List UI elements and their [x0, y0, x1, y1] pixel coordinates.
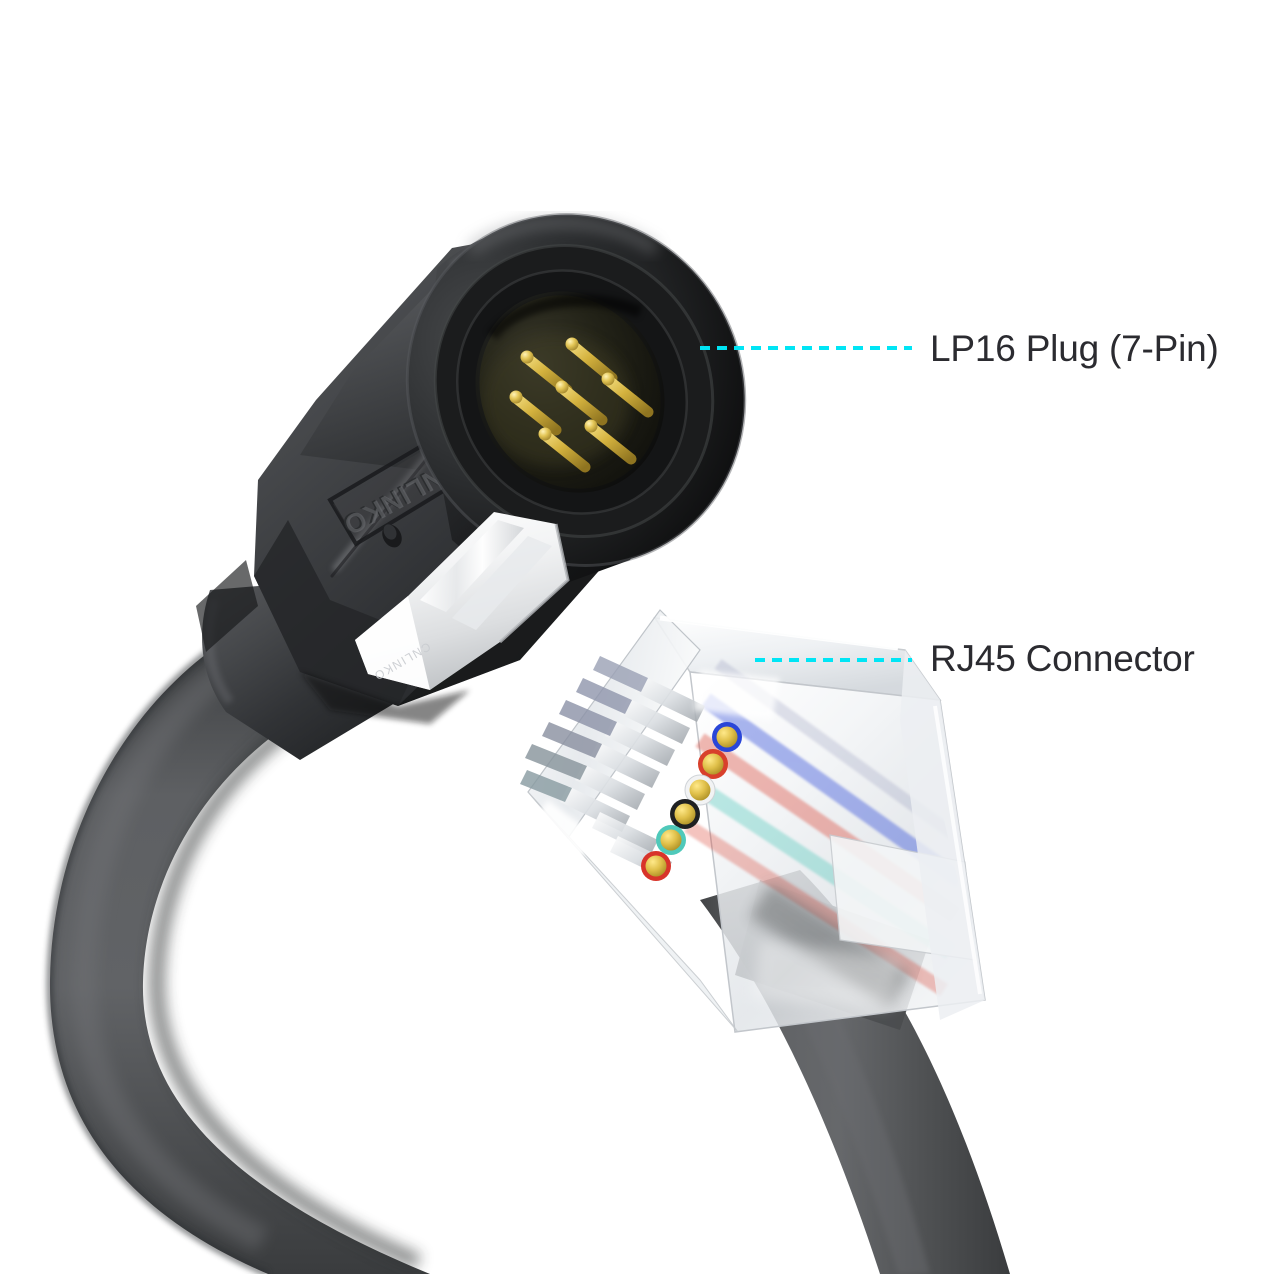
- rj45-tine-1: [593, 656, 705, 722]
- callout-leaders: [700, 346, 912, 662]
- lp16-plug: CNLINKO CNLINKO: [196, 213, 747, 760]
- rj45-tine-3: [559, 700, 675, 766]
- callout-label-rj45: RJ45 Connector: [930, 638, 1195, 679]
- rj45-wire-end-green: [656, 825, 686, 855]
- lp16-pin-4: [555, 380, 608, 426]
- rj45-tine-7: [592, 812, 658, 856]
- rj45-wire-end-blue: [712, 722, 742, 752]
- cable-main-loop: [46, 633, 431, 1274]
- lp16-pin-2: [565, 337, 618, 384]
- rj45-wire-end-white: [684, 774, 716, 806]
- lp16-pins: [509, 337, 654, 473]
- lp16-pin-5: [601, 372, 654, 418]
- lp16-pin-3: [509, 390, 562, 436]
- rj45-side-wing: [900, 650, 985, 1020]
- rj45-tine-5: [525, 744, 645, 810]
- rj45-contact-tines: [520, 656, 705, 878]
- rj45-wire-end-red: [641, 851, 671, 881]
- rj45-connector: [520, 609, 986, 1033]
- rj45-wire-end-orange: [698, 749, 728, 779]
- callout-label-lp16: LP16 Plug (7-Pin): [930, 328, 1219, 369]
- lp16-pin-6: [538, 427, 591, 473]
- lp16-contact-face: [475, 291, 665, 493]
- rj45-tine-2: [576, 678, 690, 744]
- rj45-wire-end-black: [670, 799, 700, 829]
- lp16-pin-7: [584, 419, 637, 465]
- rj45-tine-4: [542, 722, 660, 788]
- lp16-latch-lever: CNLINKO: [355, 512, 570, 690]
- rj45-wire-ends: [641, 722, 742, 881]
